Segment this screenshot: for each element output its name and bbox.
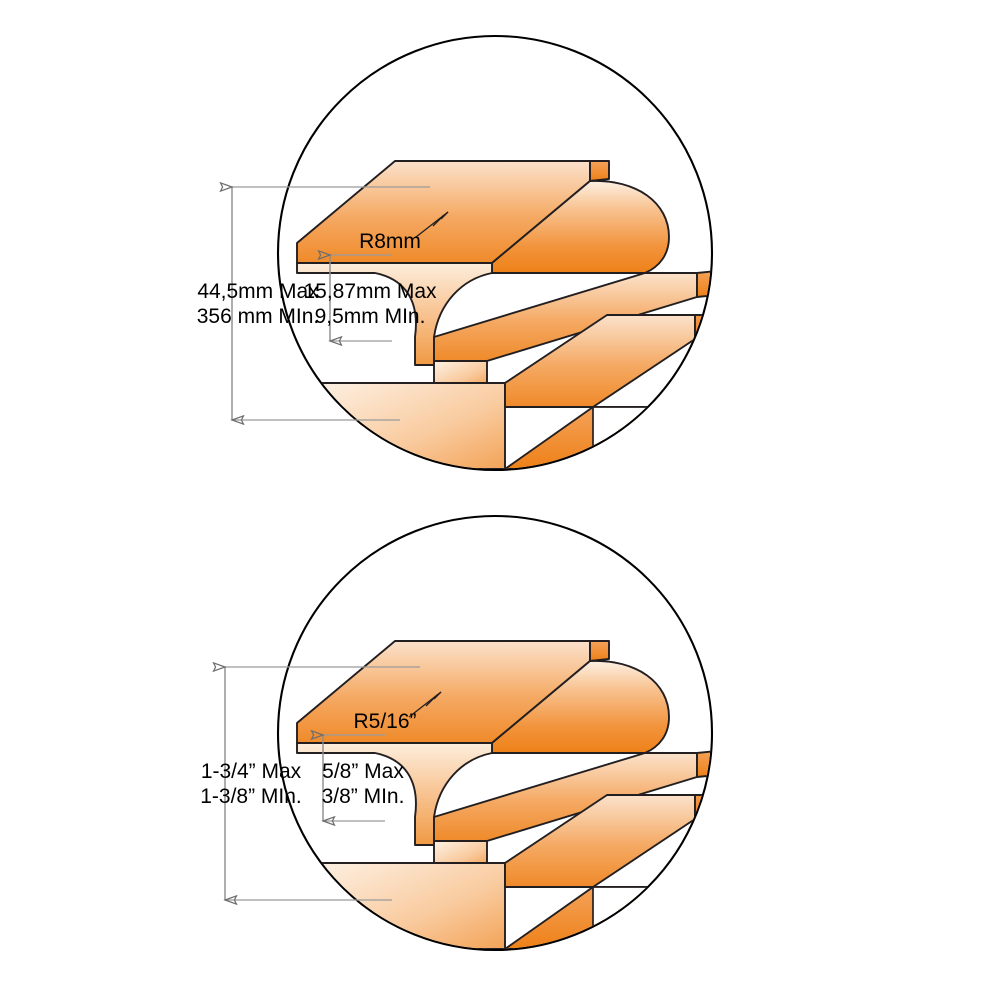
dimension-overall-height-metric <box>232 187 430 420</box>
radius-leader-metric <box>415 211 449 238</box>
dimension-overall-height-imperial <box>225 667 420 900</box>
dimension-overall-max-imperial: 1-3/4” Max <box>201 760 302 783</box>
dimension-tenon-min-imperial: 3/8” MIn. <box>322 785 405 808</box>
dimension-tenon-height-metric <box>330 255 392 341</box>
dimension-overall-min-imperial: 1-3/8” MIn. <box>200 785 302 808</box>
dimension-tenon-max-metric: 15,87mm Max <box>303 280 437 303</box>
dimension-overall-max-metric: 44,5mm Max <box>197 280 319 303</box>
figure-imperial: 1-3/4” Max 1-3/8” MIn. 5/8” Max 3/8” MIn… <box>200 514 714 952</box>
figure-circle-imperial <box>276 514 714 952</box>
dimension-tenon-height-imperial <box>323 735 385 821</box>
figure-metric: 44,5mm Max 356 mm MIn. 15,87mm Max 9,5mm… <box>197 34 714 472</box>
radius-leader-imperial <box>408 691 442 718</box>
dimension-overall-min-metric: 356 mm MIn. <box>197 305 320 328</box>
radius-label-imperial: R5/16” <box>353 710 416 733</box>
dimension-tenon-max-imperial: 5/8” Max <box>322 760 404 783</box>
figure-circle-metric <box>276 34 714 472</box>
radius-label-metric: R8mm <box>359 230 421 253</box>
profile-assembly-metric <box>296 94 711 469</box>
dimension-tenon-min-metric: 9,5mm MIn. <box>315 305 426 328</box>
